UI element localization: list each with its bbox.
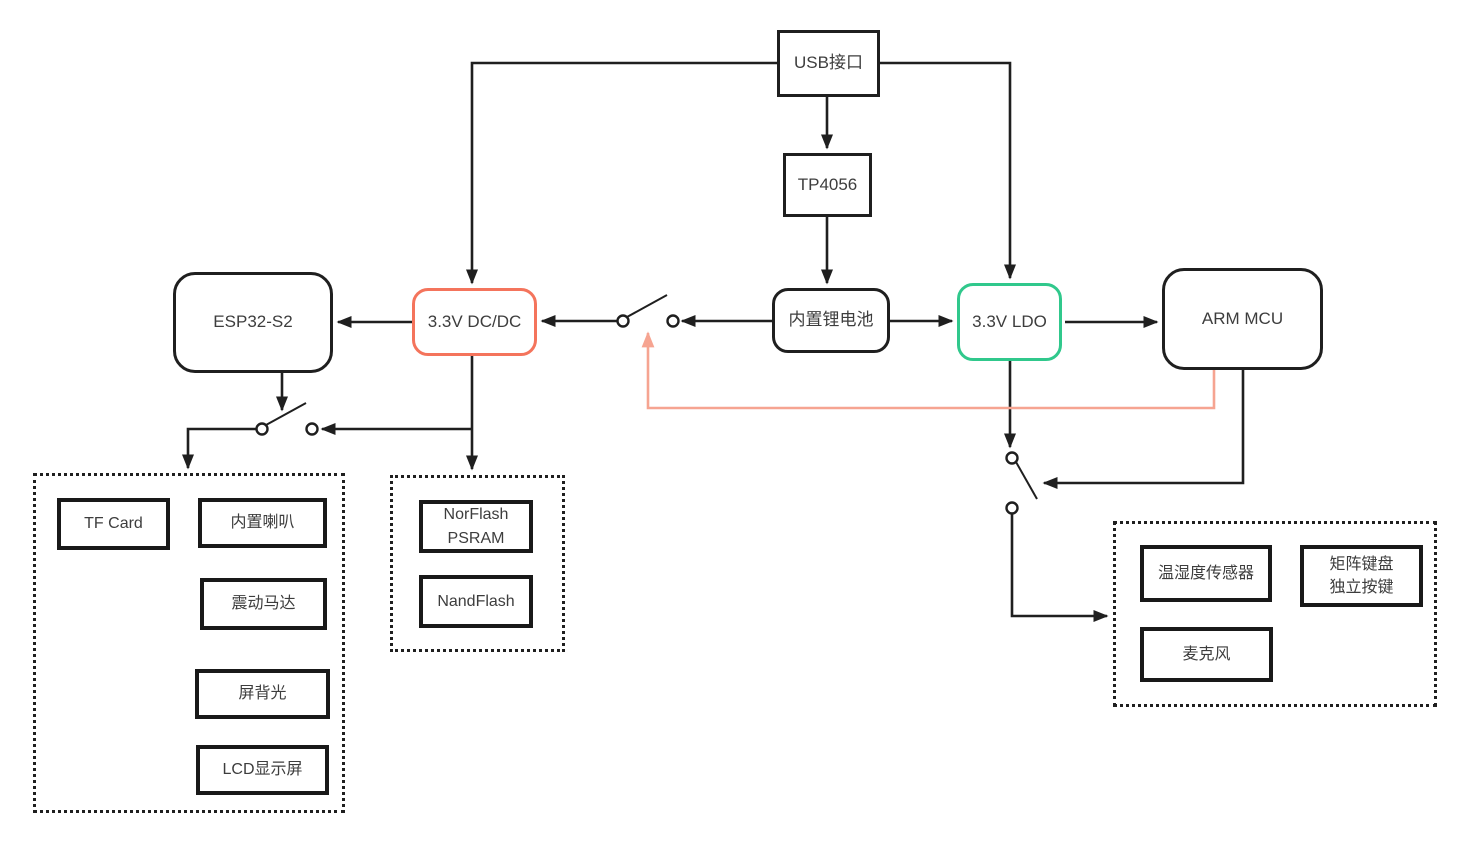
node-tp4056: TP4056 [783,153,872,217]
node-speaker: 内置喇叭 [198,498,327,548]
node-usb-port: USB接口 [777,30,880,97]
wire-switch3-to-arm-group [1010,514,1109,622]
node-matrix-keypad: 矩阵键盘 独立按键 [1300,545,1423,607]
switch2-esp32-peripherals [255,402,319,436]
node-battery-label: 内置锂电池 [788,310,874,330]
wire-arm-feedback-to-switch1 [641,331,1216,410]
switch3-ldo-peripherals [1005,451,1038,515]
node-nandflash: NandFlash [419,575,533,628]
node-ldo-label: 3.3V LDO [972,311,1047,331]
node-lcd-display: LCD显示屏 [196,745,329,795]
node-microphone: 麦克风 [1140,627,1273,682]
node-mic-label: 麦克风 [1182,645,1231,663]
switch1-battery-dcdc [616,294,680,328]
esp32-peripheral-group [33,473,345,813]
arm-peripheral-group [1113,521,1437,707]
node-usb-label: USB接口 [794,53,863,73]
wire-usb-to-ldo [880,61,1016,280]
node-battery: 内置锂电池 [772,288,890,353]
node-nandflash-label: NandFlash [437,592,515,610]
node-speaker-label: 内置喇叭 [230,514,295,532]
node-keypad-line1: 矩阵键盘 [1329,555,1394,573]
node-motor-label: 震动马达 [231,595,296,613]
node-keypad-line2: 独立按键 [1329,579,1394,596]
wire-switch2-to-esp-group [182,427,256,470]
node-vibration-motor: 震动马达 [200,578,327,630]
node-esp32: ESP32-S2 [173,272,333,373]
node-lcd-label: LCD显示屏 [222,761,303,779]
node-arm-mcu: ARM MCU [1162,268,1323,370]
node-backlight-label: 屏背光 [238,685,287,703]
flash-memory-group [390,475,565,652]
node-dcdc-regulator: 3.3V DC/DC [412,288,537,356]
node-sensor-label: 温湿度传感器 [1157,564,1254,582]
node-ldo-regulator: 3.3V LDO [957,283,1062,361]
node-tp4056-label: TP4056 [797,174,858,194]
wire-usb-to-dcdc [466,61,777,285]
node-backlight: 屏背光 [195,669,330,719]
node-dcdc-label: 3.3V DC/DC [427,311,522,331]
node-norflash-line2: PSRAM [447,529,505,547]
node-norflash-psram: NorFlash PSRAM [419,500,533,553]
node-esp32-label: ESP32-S2 [213,312,293,332]
node-tf-card-label: TF Card [84,515,143,533]
node-arm-label: ARM MCU [1201,308,1284,328]
node-tf-card: TF Card [57,498,170,550]
node-temp-humidity-sensor: 温湿度传感器 [1140,545,1272,602]
node-norflash-line1: NorFlash [443,506,509,524]
wire-arm-to-switch3 [1042,370,1245,489]
